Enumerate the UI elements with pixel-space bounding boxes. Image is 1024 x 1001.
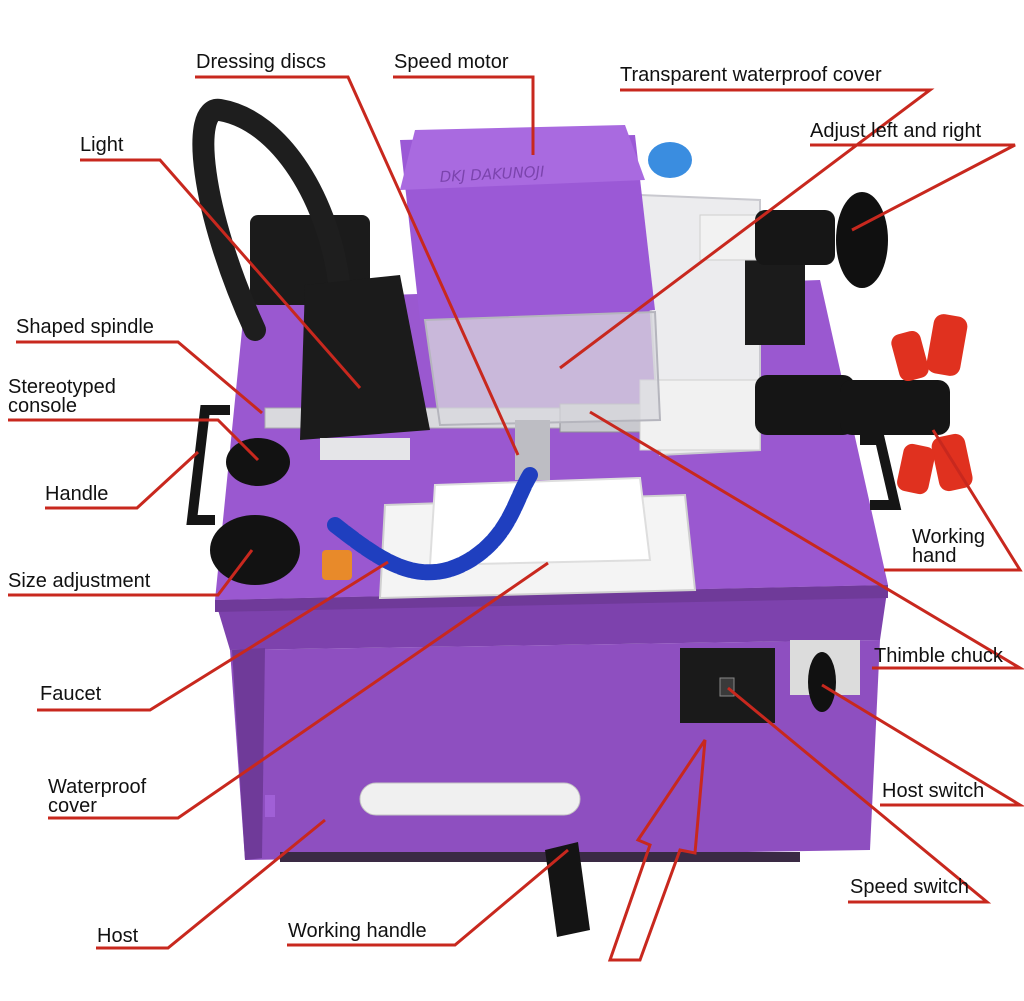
host-shadow-side xyxy=(232,648,265,860)
waterproof-tray-inner xyxy=(428,476,652,567)
label-stereotyped-console-line2: console xyxy=(8,395,77,417)
host-body xyxy=(230,640,880,860)
leader-transparent-cover xyxy=(559,88,935,370)
adjust-shaft xyxy=(699,214,761,261)
leader-speed-switch xyxy=(727,686,992,904)
left-handle-bar xyxy=(186,405,230,525)
label-working-hand-line2: hand xyxy=(912,545,957,567)
leader-stereotyped-console xyxy=(8,418,260,462)
leader-waterproof-cover xyxy=(48,561,549,820)
leader-working-hand xyxy=(884,429,1023,572)
crank-arm xyxy=(359,782,581,816)
label-light: Light xyxy=(80,134,124,156)
cover-print-text: DKJ DAKUNOJI xyxy=(439,163,545,186)
arrow-outline xyxy=(607,739,707,962)
leader-thimble-chuck xyxy=(589,410,1024,670)
leader-lines xyxy=(8,75,1024,950)
transparent-cover xyxy=(423,310,662,427)
leader-dressing-discs xyxy=(195,75,520,456)
label-waterproof-cover-line2: cover xyxy=(48,795,97,817)
blue-hose-coupling xyxy=(648,142,692,178)
console-plate-edge xyxy=(215,585,888,612)
right-handle-bar xyxy=(860,435,902,510)
leader-faucet xyxy=(37,560,389,712)
leader-host xyxy=(96,818,326,950)
leader-adjust-left-right xyxy=(810,143,1016,232)
speed-switch-toggle xyxy=(719,677,735,697)
adjust-sleeve xyxy=(755,210,835,265)
label-thimble-chuck: Thimble chuck xyxy=(874,645,1004,667)
leader-handle xyxy=(45,450,200,510)
leader-light xyxy=(80,158,362,389)
working-hand-hub xyxy=(840,380,950,435)
leader-working-handle xyxy=(287,848,569,947)
label-faucet: Faucet xyxy=(40,683,102,705)
label-working-hand-line1: Working xyxy=(912,526,985,548)
label-shaped-spindle: Shaped spindle xyxy=(16,316,154,338)
label-working-handle: Working handle xyxy=(288,920,427,942)
labels: Dressing discs Speed motor Transparent w… xyxy=(8,51,1004,947)
working-hand-shaft xyxy=(755,375,855,435)
label-size-adjustment: Size adjustment xyxy=(8,570,151,592)
host-switch-knob xyxy=(808,652,836,712)
adjust-knob xyxy=(836,192,888,288)
label-handle: Handle xyxy=(45,483,108,505)
crank-grip xyxy=(545,842,590,937)
motor-housing-top xyxy=(400,125,645,190)
label-waterproof-cover-line1: Waterproof xyxy=(48,776,147,798)
host-feet xyxy=(280,852,800,862)
leader-host-switch xyxy=(821,683,1024,807)
leader-shaped-spindle xyxy=(16,340,263,415)
size-adjust-knob xyxy=(210,515,300,585)
label-host: Host xyxy=(97,925,139,947)
faucet-valve xyxy=(322,550,352,580)
faucet-hose xyxy=(327,467,538,581)
label-speed-motor: Speed motor xyxy=(394,51,509,73)
light-head xyxy=(300,275,430,440)
machine-illustration: DKJ DAKUNOJI xyxy=(186,99,973,962)
label-adjust-left-right: Adjust left and right xyxy=(810,120,982,142)
label-host-switch: Host switch xyxy=(882,780,984,802)
light-lens xyxy=(320,438,410,460)
leader-speed-motor xyxy=(393,75,535,155)
console-knob xyxy=(226,438,290,486)
label-transparent-waterproof-cover: Transparent waterproof cover xyxy=(620,64,882,86)
leader-size-adjustment xyxy=(8,549,254,597)
label-speed-switch: Speed switch xyxy=(850,876,969,898)
label-stereotyped-console-line1: Stereotyped xyxy=(8,376,116,398)
label-dressing-discs: Dressing discs xyxy=(196,51,326,73)
host-side-bolt xyxy=(265,795,275,817)
